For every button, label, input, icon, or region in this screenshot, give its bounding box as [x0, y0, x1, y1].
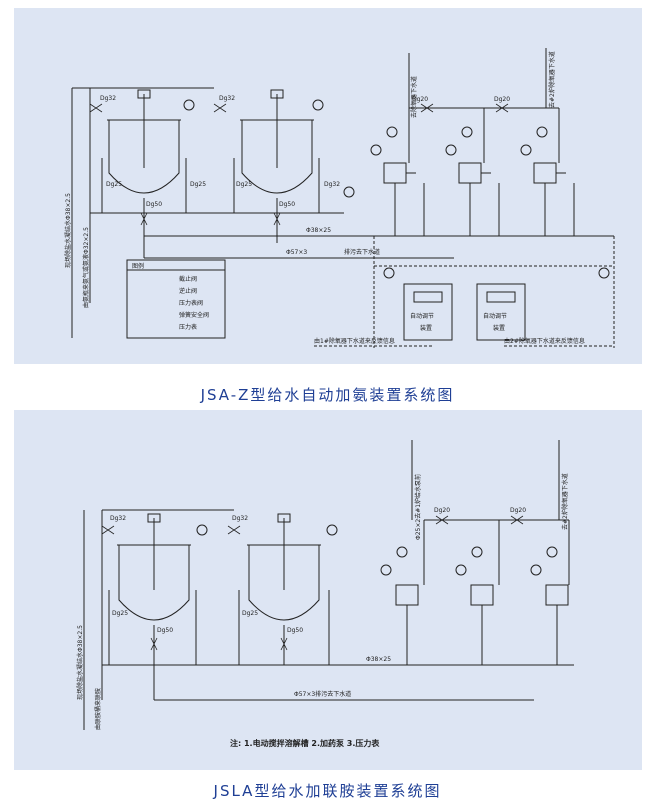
- valve-label-1: Dg32: [100, 95, 116, 102]
- valve-label-7: Dg20: [434, 507, 450, 514]
- pump-2: [458, 162, 482, 184]
- valve-label-9: Dg20: [412, 96, 428, 103]
- caption-ammonia: JSA-Z型给水自动加氨装置系统图: [200, 386, 455, 404]
- drain-label: 排污去下水道: [344, 248, 380, 256]
- valve-label-7: Dg50: [279, 201, 295, 208]
- controller-1-line2: 装置: [420, 324, 432, 332]
- legend-item-1: 截止阀: [179, 275, 197, 283]
- caption-hydrazine: JSLA型给水加联胺装置系统图: [213, 782, 442, 800]
- outlet-label: 去#2炉除氧器下水道: [561, 473, 569, 530]
- valve-label-6: Dg50: [287, 627, 303, 634]
- pump-2: [470, 584, 494, 606]
- left-label-1: 现场除盐水凝结水Φ38×2.5: [76, 625, 84, 700]
- valve-label-5: Dg25: [242, 610, 258, 617]
- hydrazine-system-diagram: Dg32 Dg32 Dg25 Dg50 Dg25 Dg50 Dg20 Dg20 …: [76, 440, 574, 748]
- component-note: 注: 1.电动搅拌溶解槽 2.加药泵 3.压力表: [230, 738, 380, 748]
- outlet-a-label: 去除氧器下水道: [410, 76, 418, 118]
- legend-item-5: 压力表: [179, 323, 197, 331]
- pipe-label-2: Φ57×3排污去下水道: [294, 690, 351, 698]
- valve-label-8: Dg20: [510, 507, 526, 514]
- valve-label-8: Dg32: [324, 181, 340, 188]
- tank-1: [118, 544, 190, 621]
- feedback-1: 由1#除氧器下水道来反馈信息: [314, 337, 395, 345]
- auto-controller-2: [476, 283, 526, 341]
- diagram-panel-hydrazine: Dg32 Dg32 Dg25 Dg50 Dg25 Dg50 Dg20 Dg20 …: [14, 410, 642, 770]
- left-label-2: 由联胺桶来联胺: [94, 688, 102, 730]
- pump-1: [383, 162, 407, 184]
- valve-label-1: Dg32: [110, 515, 126, 522]
- legend-item-2: 逆止阀: [179, 287, 197, 295]
- pump-1: [395, 584, 419, 606]
- legend-title: 图例: [132, 262, 144, 270]
- valve-label-4: Dg50: [157, 627, 173, 634]
- valve-label-5: Dg25: [190, 181, 206, 188]
- feedback-2: 由2#除氧器下水道来反馈信息: [504, 337, 585, 345]
- valve-label-2: Dg32: [219, 95, 235, 102]
- pump-3: [533, 162, 557, 184]
- valve-label-6: Dg25: [236, 181, 252, 188]
- ammonia-system-diagram: Dg32 Dg32 Dg25 Dg50 Dg25 Dg25 Dg50 Dg32 …: [64, 48, 615, 348]
- tank-1: [108, 119, 180, 194]
- auto-controller-1: [403, 283, 453, 341]
- outlet-b-label: 去#2炉除氧器下水道: [548, 51, 556, 108]
- pipe-label-2: Φ57×3: [286, 249, 307, 256]
- valve-label-3: Dg25: [106, 181, 122, 188]
- controller-2-line2: 装置: [493, 324, 505, 332]
- pipe-label-1: Φ38×25: [306, 227, 331, 234]
- valve-label-4: Dg50: [146, 201, 162, 208]
- left-label-1: 现场除盐水凝结水Φ38×2.5: [64, 193, 72, 268]
- controller-1-line1: 自动调节: [410, 312, 434, 320]
- legend-item-3: 压力表阀: [179, 299, 203, 307]
- tank-2: [241, 119, 313, 194]
- legend-item-4: 弹簧安全阀: [179, 311, 209, 319]
- controller-2-line1: 自动调节: [483, 312, 507, 320]
- pipe-label-1: Φ38×25: [366, 656, 391, 663]
- valve-label-3: Dg25: [112, 610, 128, 617]
- legend-box: [126, 259, 226, 339]
- valve-label-2: Dg32: [232, 515, 248, 522]
- diagram-panel-ammonia: Dg32 Dg32 Dg25 Dg50 Dg25 Dg25 Dg50 Dg32 …: [14, 8, 642, 364]
- tank-2: [248, 544, 320, 621]
- left-label-2: 由氨瓶来氨气或氨液Φ32×2.5: [82, 227, 90, 308]
- valve-label-10: Dg20: [494, 96, 510, 103]
- pump-3: [545, 584, 569, 606]
- pipe-label-3: Φ25×2去#1炉给水泵前: [414, 474, 422, 540]
